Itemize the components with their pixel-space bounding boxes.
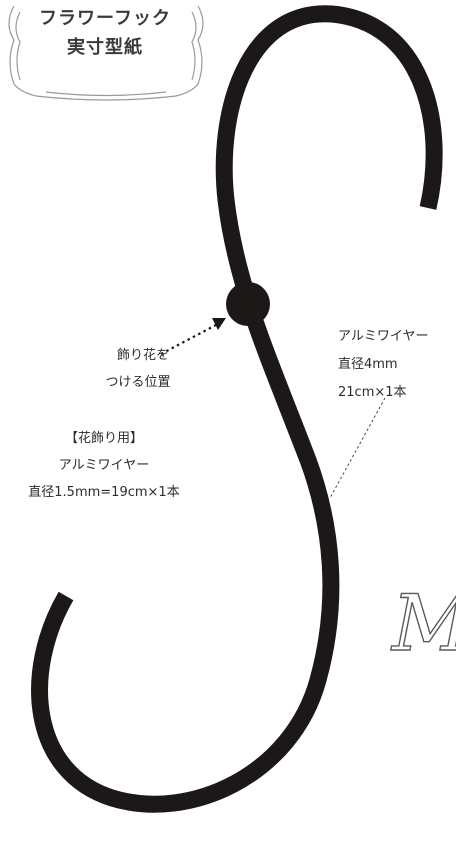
- title-frame-bottom-swash-inner: [45, 91, 167, 97]
- flower-wire-line-3: 直径1.5mm=19cm×1本: [28, 485, 180, 500]
- title-frame-right-inner: [191, 11, 197, 81]
- page-title: フラワーフック 実寸型紙: [16, 4, 194, 62]
- flower-wire-line-1: 【花飾り用】: [64, 431, 143, 446]
- wire-leader-line: [329, 397, 386, 499]
- flower-wire-spec: 【花飾り用】 アルミワイヤー 直径1.5mm=19cm×1本: [4, 425, 204, 506]
- flower-position-line-2: つける位置: [105, 375, 171, 390]
- title-frame-right-bracket: [175, 5, 204, 97]
- script-watermark: My: [391, 583, 456, 664]
- hook-wire-line-1: アルミワイヤー: [338, 329, 429, 344]
- flower-position-label: 飾り花を つける位置: [68, 342, 208, 396]
- title-frame-left-bracket: [8, 5, 37, 97]
- flower-position-line-1: 飾り花を: [116, 348, 169, 363]
- flower-wire-line-2: アルミワイヤー: [58, 458, 150, 473]
- title-line-1: フラワーフック: [39, 8, 171, 29]
- title-frame-bottom-swash: [35, 95, 177, 101]
- hook-wire-line-2: 直径4mm: [338, 357, 398, 372]
- title-frame-left-inner: [15, 11, 21, 81]
- title-frame: [8, 5, 204, 101]
- flower-pointer-line: [160, 324, 217, 355]
- flower-attach-dot: [226, 282, 270, 326]
- hook-wire: [31, 5, 443, 813]
- hook-wire-spec: アルミワイヤー 直径4mm 21cm×1本: [338, 323, 456, 407]
- title-line-2: 実寸型紙: [67, 37, 143, 58]
- flower-pointer-arrowhead: [212, 318, 226, 330]
- hook-wire-line-3: 21cm×1本: [338, 385, 407, 400]
